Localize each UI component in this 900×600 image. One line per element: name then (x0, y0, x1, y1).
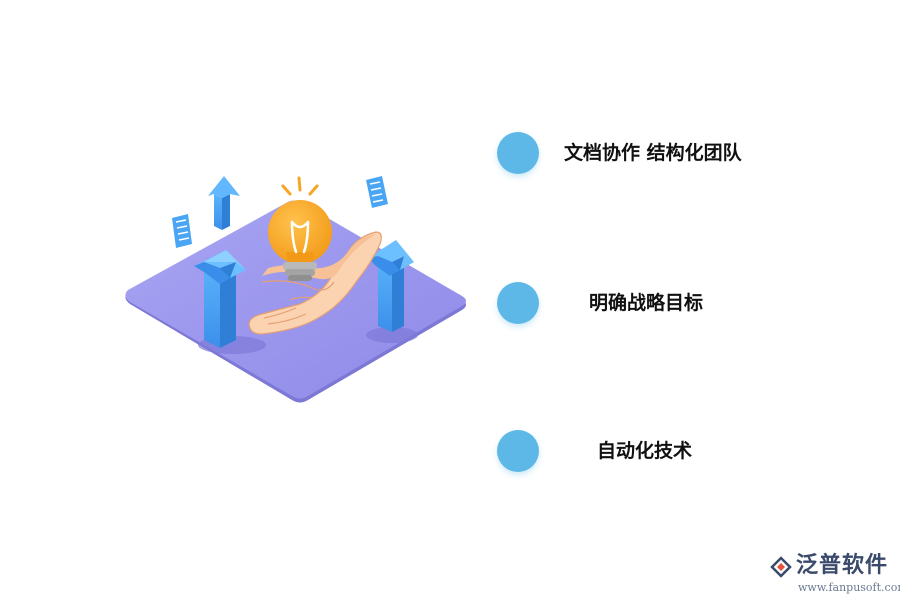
bullet-dot (497, 430, 539, 472)
item-label: 明确战略目标 (589, 292, 704, 314)
item-label: 文档协作 结构化团队 (564, 142, 742, 164)
fanpu-logo-icon (770, 556, 792, 578)
list-item: 文档协作 结构化团队 (497, 132, 797, 176)
item-label: 自动化技术 (597, 440, 693, 462)
bullet-dot (497, 132, 539, 174)
list-item: 自动化技术 (497, 430, 797, 474)
up-arrow-icon (208, 176, 240, 230)
document-icon (172, 214, 192, 248)
idea-illustration (125, 176, 466, 403)
brand-watermark: 泛普软件 www.fanpusoft.com (768, 552, 900, 598)
up-arrow-icon (368, 240, 414, 332)
bullet-dot (497, 282, 539, 324)
brand-url: www.fanpusoft.com (798, 581, 900, 594)
list-item: 明确战略目标 (497, 282, 797, 326)
brand-name: 泛普软件 (796, 553, 889, 578)
document-icon (366, 176, 388, 208)
lightbulb-icon (268, 176, 332, 281)
up-arrow-icon (194, 250, 246, 348)
